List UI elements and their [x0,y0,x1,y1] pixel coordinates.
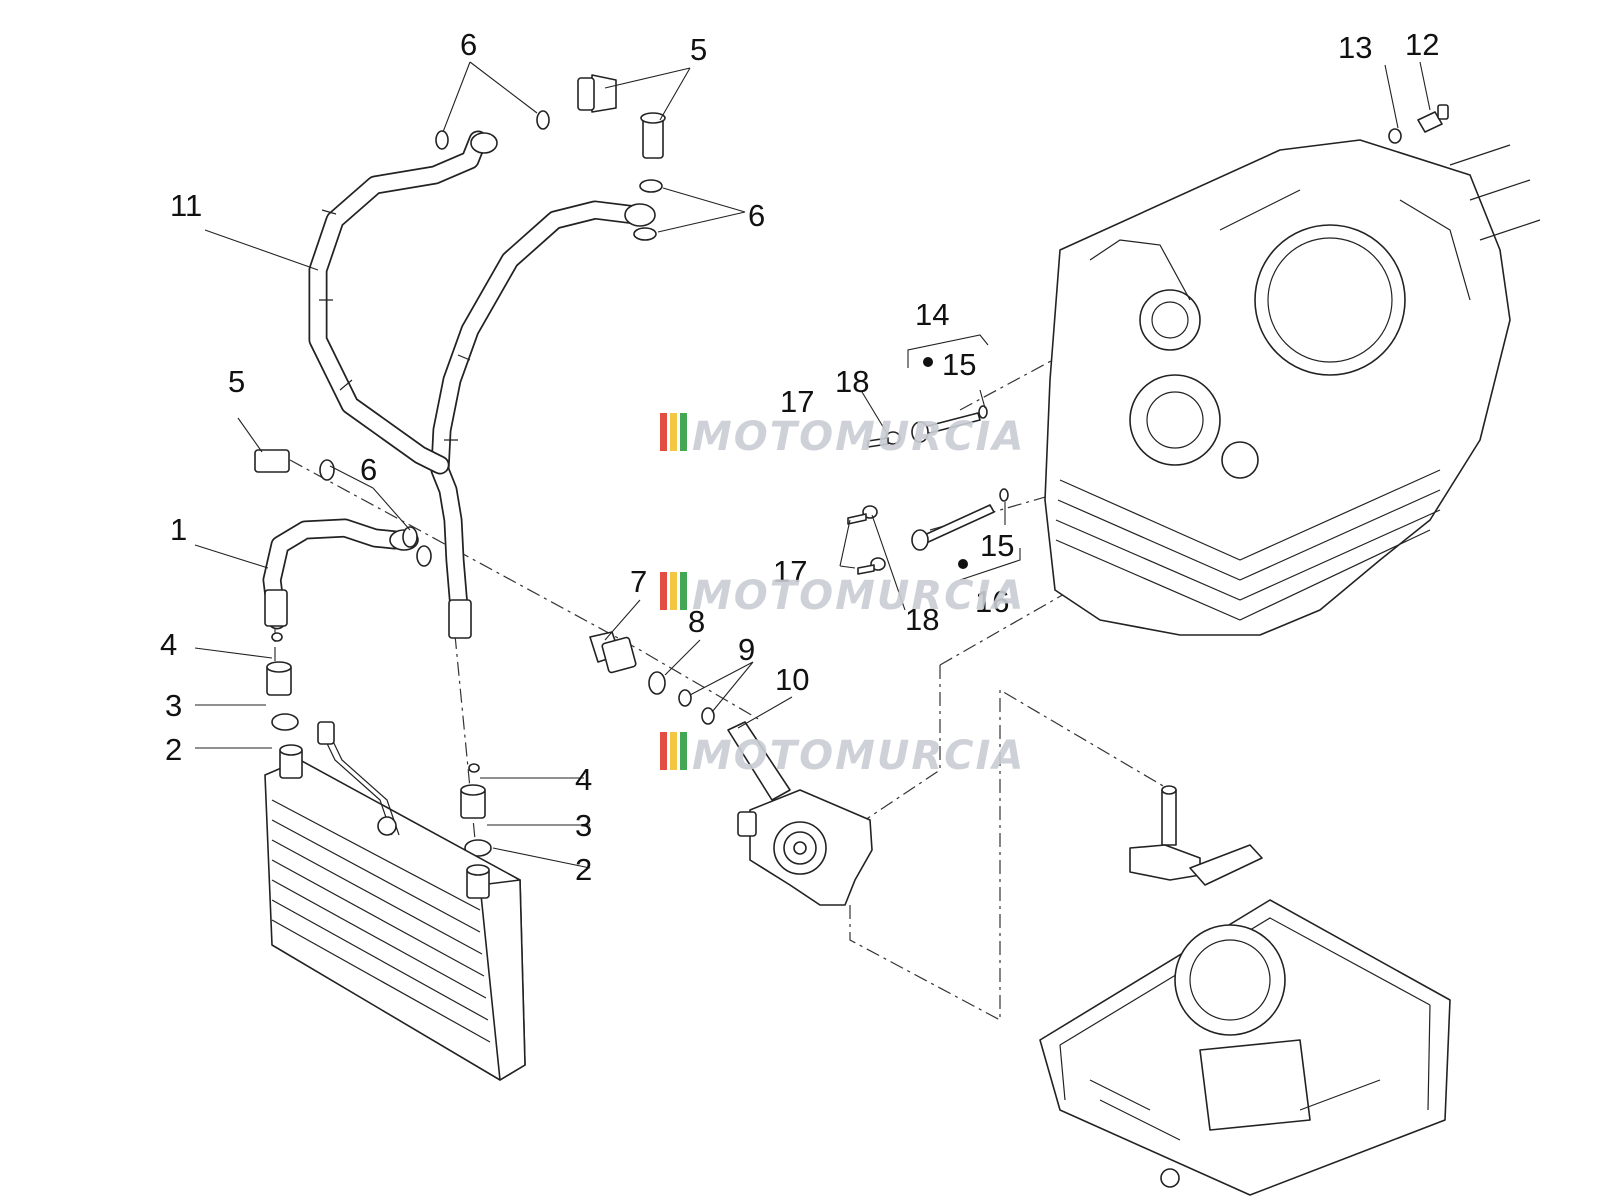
seal-8 [648,671,666,695]
callout-3: 3 [165,688,182,723]
callout-4: 4 [160,627,177,662]
watermark-2: MOTOMURCIA [660,572,1025,619]
oil-pump [737,789,873,906]
callout-17: 17 [773,554,807,589]
callout-14: 14 [915,297,949,332]
sensor-12-and-washer-13 [1388,104,1449,144]
callout-17: 17 [780,384,814,419]
callout-3: 3 [575,808,592,843]
seal-2-right [464,839,492,857]
callout-13: 13 [1338,30,1372,65]
callout-5: 5 [690,32,707,67]
sensor-12 [1417,111,1443,133]
screw-17b [847,513,867,525]
callout-12: 12 [1405,27,1439,62]
fittings [254,74,666,639]
callout-6: 6 [460,27,477,62]
banjo-bolt-top [591,74,617,113]
callout-11: 11 [170,188,202,223]
temp-sensor-plug [317,721,335,745]
leader-lines [194,61,1431,869]
callout-1: 1 [170,512,187,547]
motomurcia-logo-icon [660,413,687,451]
watermark-text: MOTOMURCIA [692,414,1025,460]
callout-18: 18 [835,364,869,399]
watermark-text: MOTOMURCIA [692,733,1025,779]
callout-7: 7 [630,564,647,599]
callout-2: 2 [575,852,592,887]
motomurcia-logo-icon [660,572,687,610]
washer [639,179,663,193]
hose-nut-left [264,589,288,627]
callout-6: 6 [748,198,765,233]
callout-2: 2 [165,732,182,767]
oil-hoses [262,130,645,630]
screw-17a [867,437,889,448]
o-ring-15a [978,405,988,419]
o-ring-4-left [271,632,283,642]
o-ring-9b [701,707,715,725]
watermark-3: MOTOMURCIA [660,732,1025,779]
washer [633,227,657,241]
motomurcia-logo-icon [660,732,687,770]
callout-18: 18 [905,602,939,637]
callout-15: 15 [980,528,1014,563]
pipe-10 [727,721,791,801]
banjo-bolt-mid [642,117,664,159]
washer [536,110,550,130]
oil-pickup [1129,785,1263,886]
washer [435,130,449,150]
washer [416,545,432,567]
hose-nut-right [448,599,472,639]
banjo-bolt-left [254,449,290,473]
pump-fittings [589,631,791,801]
callout-10: 10 [775,662,809,697]
callout-16: 16 [975,584,1009,619]
watermark-text: MOTOMURCIA [692,573,1025,619]
washer-13 [1388,128,1402,144]
washer [319,459,335,481]
seal-2-left [271,713,299,731]
callouts: 1 2 2 3 3 4 4 5 5 6 6 6 7 8 9 10 11 12 1… [160,27,1439,887]
oil-cooler [264,721,526,1081]
screws [847,357,1009,575]
o-ring-9a [678,689,692,707]
o-ring-15b [999,488,1009,502]
callout-5: 5 [228,364,245,399]
callout-15: 15 [942,347,976,382]
adapters-and-seals [266,632,492,857]
callout-6: 6 [360,452,377,487]
watermark-1: MOTOMURCIA [660,413,1025,460]
banjo-eye-2 [624,203,656,227]
oil-sump [1039,899,1451,1196]
banjo-eye-3 [470,132,498,154]
callout-8: 8 [688,604,705,639]
callout-9: 9 [738,632,755,667]
washer [402,526,418,548]
o-ring-4-right [468,763,480,773]
engine-crankcase [1044,139,1541,636]
callout-4: 4 [575,762,592,797]
